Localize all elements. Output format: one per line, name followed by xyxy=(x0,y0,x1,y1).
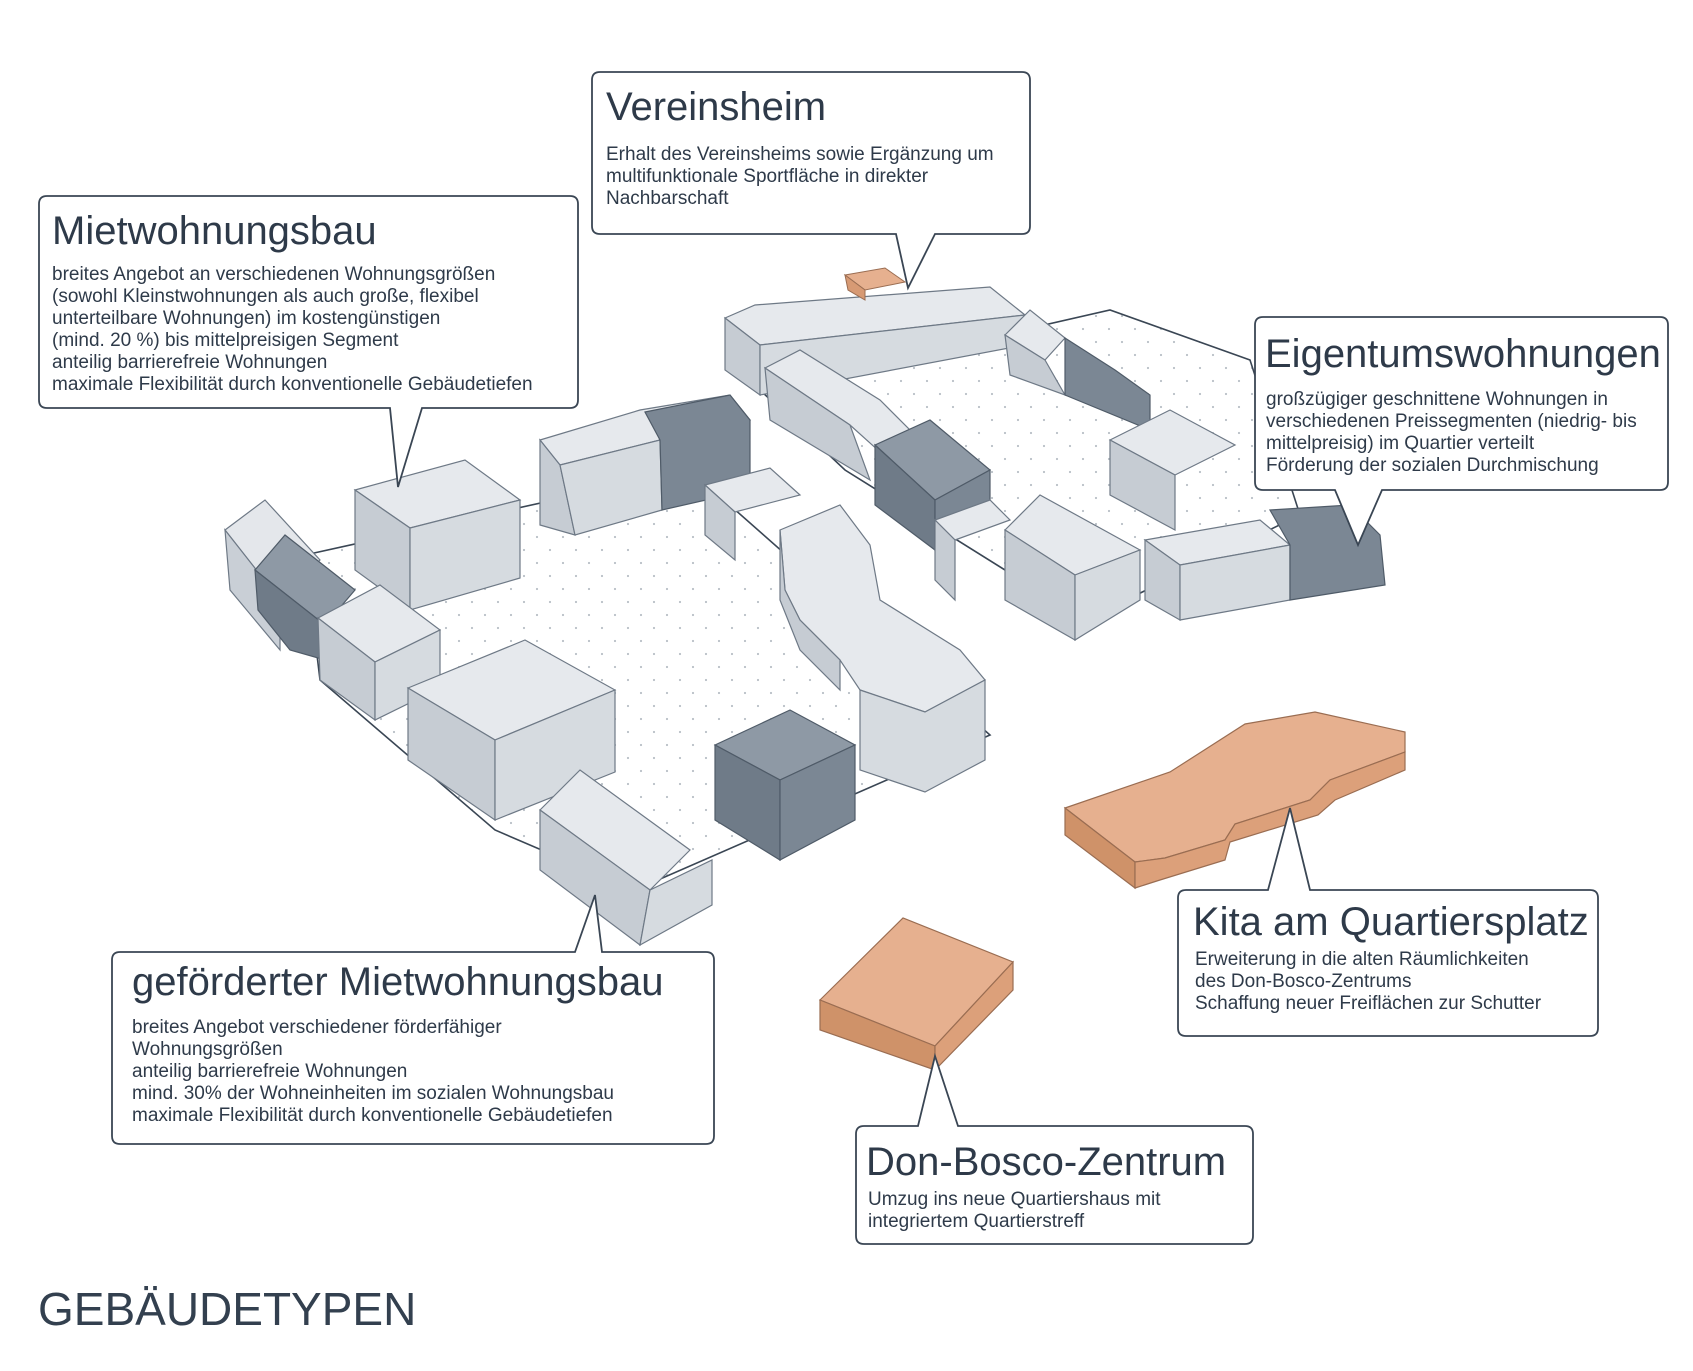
callout-donbosco-line-1: Umzug ins neue Quartiershaus mit xyxy=(868,1189,1161,1210)
building-right-top-corner xyxy=(1004,309,1151,431)
building-right-inner-row xyxy=(763,349,992,552)
callout-gefoerderter-line-5: maximale Flexibilität durch konventionel… xyxy=(132,1105,613,1126)
callout-kita-line-1: Erweiterung in die alten Räumlichkeiten xyxy=(1195,949,1529,970)
callout-mietwohnungsbau-line-5: anteilig barrierefreie Wohnungen xyxy=(52,352,327,373)
callout-eigentumswohnungen-line-4: Förderung der sozialen Durchmischung xyxy=(1266,455,1599,476)
building-left-block-a xyxy=(353,459,522,612)
callout-mietwohnungsbau: Mietwohnungsbau breites Angebot an versc… xyxy=(38,195,579,488)
building-left-gable-front xyxy=(539,769,713,947)
building-left-block-c xyxy=(406,639,617,822)
callout-mietwohnungsbau-line-4: (mind. 20 %) bis mittelpreisigen Segment xyxy=(52,330,399,351)
callout-kita-line-2: des Don-Bosco-Zentrums xyxy=(1195,971,1411,992)
callout-donbosco: Don-Bosco-Zentrum Umzug ins neue Quartie… xyxy=(855,1052,1254,1245)
building-left-l-shape xyxy=(703,467,986,793)
callout-eigentumswohnungen-line-2: verschiedenen Preissegmenten (niedrig- b… xyxy=(1266,411,1637,432)
page-heading: GEBÄUDETYPEN xyxy=(38,1283,416,1335)
callout-gefoerderter-title: geförderter Mietwohnungsbau xyxy=(132,960,663,1004)
callout-gefoerderter-line-1: breites Angebot verschiedener förderfähi… xyxy=(132,1017,502,1038)
callout-vereinsheim-line-2: multifunktionale Sportfläche in direkter xyxy=(606,166,929,187)
callout-vereinsheim-line-1: Erhalt des Vereinsheims sowie Ergänzung … xyxy=(606,144,994,165)
callout-kita-line-3: Schaffung neuer Freiflächen zur Schutter xyxy=(1195,993,1542,1014)
callout-mietwohnungsbau-line-6: maximale Flexibilität durch konventionel… xyxy=(52,374,533,395)
callout-eigentumswohnungen-line-3: mittelpreisig) im Quartier verteilt xyxy=(1266,433,1535,454)
building-left-gable-dark xyxy=(254,534,356,661)
callout-donbosco-title: Don-Bosco-Zentrum xyxy=(866,1140,1226,1184)
callout-gefoerderter: geförderter Mietwohnungsbau breites Ange… xyxy=(111,894,715,1145)
callout-vereinsheim: Vereinsheim Erhalt des Vereinsheims sowi… xyxy=(591,71,1031,291)
callout-kita: Kita am Quartiersplatz Erweiterung in di… xyxy=(1177,807,1599,1037)
callout-gefoerderter-line-3: anteilig barrierefreie Wohnungen xyxy=(132,1061,407,1082)
callout-vereinsheim-line-3: Nachbarschaft xyxy=(606,188,729,209)
callout-eigentumswohnungen-line-1: großzügiger geschnittene Wohnungen in xyxy=(1266,389,1608,410)
callout-eigentumswohnungen: Eigentumswohnungen großzügiger geschnitt… xyxy=(1254,316,1669,548)
callout-eigentumswohnungen-title: Eigentumswohnungen xyxy=(1265,332,1661,376)
callout-mietwohnungsbau-line-2: (sowohl Kleinstwohnungen als auch große,… xyxy=(52,286,479,307)
building-kita-orange xyxy=(1063,711,1406,890)
callout-mietwohnungsbau-title: Mietwohnungsbau xyxy=(52,209,377,253)
building-vereinsheim-orange xyxy=(843,267,907,301)
callout-donbosco-line-2: integriertem Quartierstreff xyxy=(868,1211,1085,1232)
callout-mietwohnungsbau-line-1: breites Angebot an verschiedenen Wohnung… xyxy=(52,264,495,285)
building-donbosco-orange xyxy=(818,917,1015,1072)
callout-gefoerderter-line-2: Wohnungsgrößen xyxy=(132,1039,283,1060)
callout-gefoerderter-line-4: mind. 30% der Wohneinheiten im sozialen … xyxy=(132,1083,614,1104)
callout-mietwohnungsbau-line-3: unterteilbare Wohnungen) im kostengünsti… xyxy=(52,308,440,329)
building-left-block-b xyxy=(316,584,442,722)
building-left-dark-cube xyxy=(713,709,857,862)
callout-kita-title: Kita am Quartiersplatz xyxy=(1193,900,1589,944)
building-right-cube-east xyxy=(1108,409,1237,532)
callout-vereinsheim-title: Vereinsheim xyxy=(606,85,826,129)
